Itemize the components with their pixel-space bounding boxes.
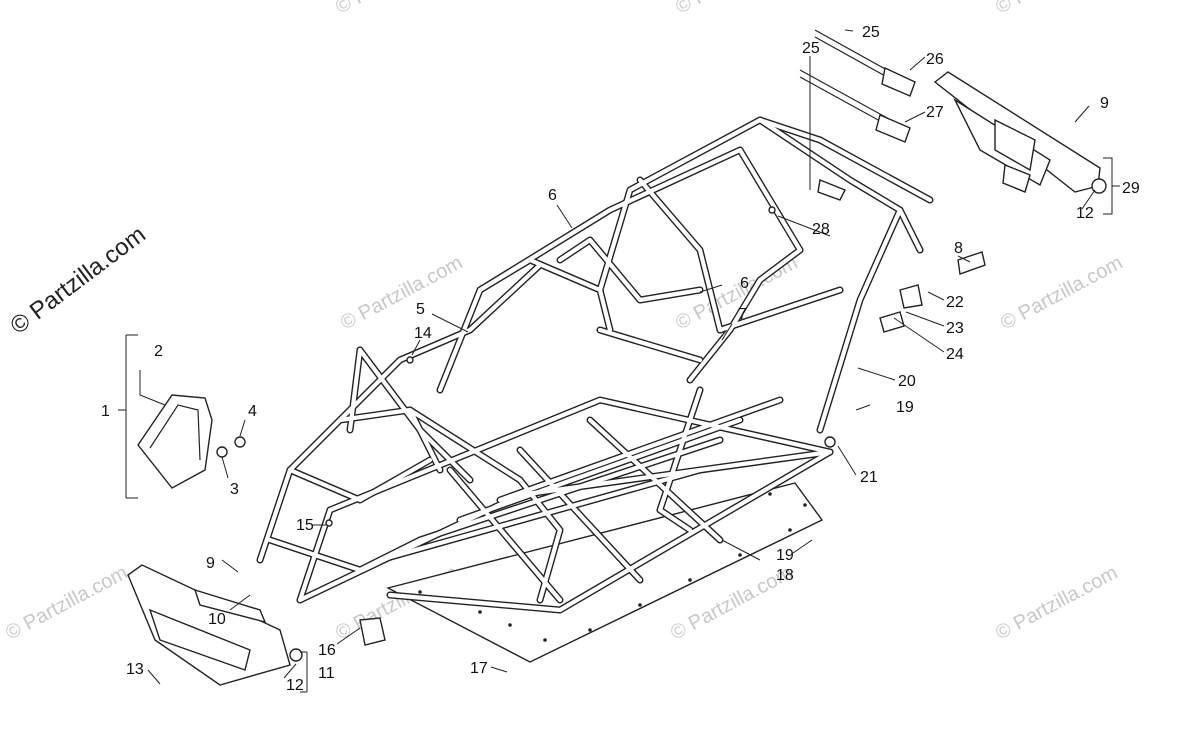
callout-9: 9: [1100, 95, 1109, 112]
callout-6: 6: [740, 275, 749, 292]
callout-25: 25: [802, 40, 820, 57]
callout-11: 11: [318, 665, 335, 682]
callout-27: 27: [926, 104, 944, 121]
frame-tube-inner: [407, 407, 523, 483]
callout-5: 5: [416, 301, 425, 318]
watermark-text: © Partzilla.com: [672, 0, 801, 18]
callout-4: 4: [248, 403, 257, 420]
frame-tube-inner: [357, 347, 473, 483]
callout-20: 20: [898, 373, 916, 390]
frame-tube-inner: [417, 437, 723, 543]
callout-labels: 1 2 3 4 5 6 6 7 8 9 9 10 11 12 12 13 14 …: [101, 24, 1140, 694]
frame-tube-inner: [757, 117, 923, 253]
frame-tube-inner: [447, 467, 563, 603]
frame-tube-inner: [387, 449, 833, 613]
callout-29: 29: [1122, 180, 1140, 197]
callout-16: 16: [318, 642, 336, 659]
roof-crossbars: [799, 29, 916, 201]
callout-8: 8: [954, 240, 963, 257]
frame-tube-inner: [597, 117, 823, 293]
callout-23: 23: [946, 320, 964, 337]
hardware-parts: [325, 206, 986, 646]
callout-2: 2: [154, 343, 163, 360]
callout-1: 1: [101, 403, 110, 420]
callout-13: 13: [126, 661, 144, 678]
frame-tube-inner: [467, 262, 543, 333]
callout-3: 3: [230, 481, 239, 498]
frame-tube-inner: [497, 397, 783, 503]
callout-15: 15: [296, 517, 314, 534]
frame-tube-inner: [337, 327, 473, 423]
frame-tube-inner: [457, 417, 743, 523]
callout-12: 12: [286, 677, 304, 694]
rear-bumper: [933, 71, 1107, 194]
frame-tube-inner: [737, 147, 803, 253]
callout-14: 14: [414, 325, 432, 342]
callout-10: 10: [208, 611, 226, 628]
frame-tube-inner: [717, 287, 843, 333]
callout-18: 18: [776, 567, 794, 584]
frame-tube-inner: [817, 207, 903, 433]
side-panel: [137, 394, 246, 489]
main-frame: [256, 116, 934, 614]
frame-tube-inner: [287, 457, 433, 503]
leader-lines: [118, 29, 1120, 693]
frame-tube-inner: [637, 177, 723, 333]
frame-tube-inner: [687, 247, 803, 383]
partzilla-watermark: © Partzilla.com: [5, 221, 150, 340]
frame-tube-inner: [477, 147, 743, 293]
frame-tube-inner: [657, 387, 703, 533]
callout-25: 25: [862, 24, 880, 41]
frame-tube-inner: [597, 327, 703, 363]
frame-tube-inner: [587, 417, 723, 543]
frame-tube-inner: [557, 237, 703, 303]
frame-tube-inner: [267, 537, 423, 573]
callout-7: 7: [738, 306, 747, 323]
callout-12: 12: [1076, 205, 1094, 222]
callout-9: 9: [206, 555, 215, 572]
frame-tube-inner: [817, 137, 933, 203]
skid-plate: [386, 482, 824, 663]
watermark-text: © Partzilla.com: [332, 0, 461, 18]
watermark-text: © Partzilla.com: [997, 252, 1126, 335]
callout-19: 19: [776, 547, 794, 564]
front-bumper: [127, 564, 303, 686]
frame-tube-inner: [517, 477, 563, 603]
watermark-text: © Partzilla.com: [2, 562, 131, 645]
callout-6: 6: [548, 187, 557, 204]
callout-28: 28: [812, 221, 830, 238]
watermark-text: © Partzilla.com: [992, 562, 1121, 645]
callout-26: 26: [926, 51, 944, 68]
callout-19: 19: [896, 399, 914, 416]
frame-tube-inner: [377, 467, 703, 563]
frame-tube-inner: [327, 397, 833, 513]
frame-tube-inner: [517, 447, 643, 583]
callout-17: 17: [470, 660, 488, 677]
watermark-text: © Partzilla.com: [992, 0, 1121, 18]
callout-24: 24: [946, 346, 964, 363]
callout-22: 22: [946, 294, 964, 311]
frame-tube-inner: [347, 347, 363, 433]
callout-21: 21: [860, 469, 878, 486]
